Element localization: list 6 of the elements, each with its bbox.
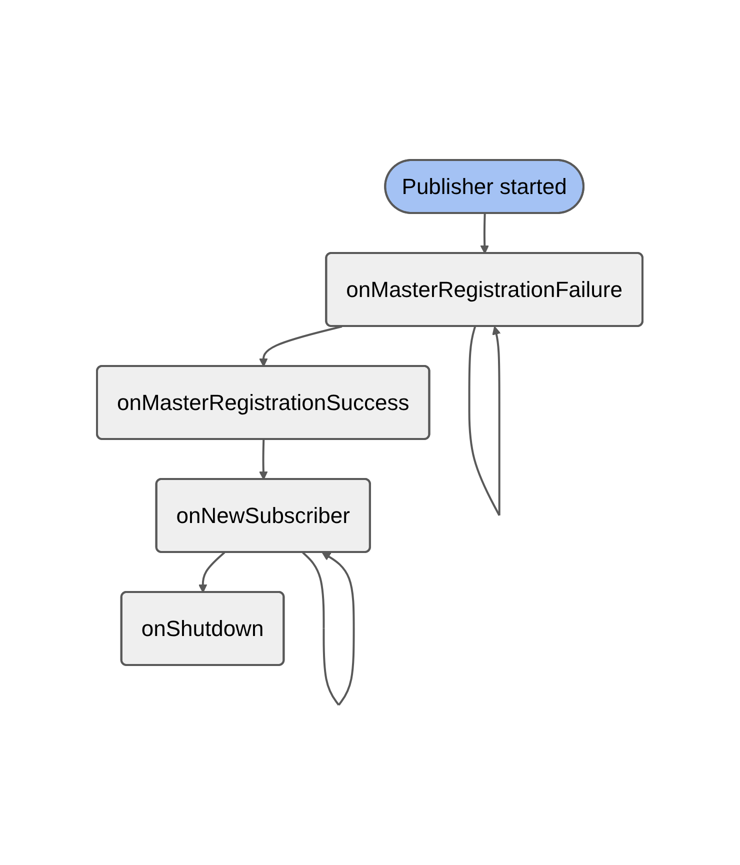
arrow [302, 552, 356, 706]
arrow [198, 552, 226, 593]
arrow [259, 439, 268, 480]
arrow [480, 213, 490, 254]
arrow [468, 326, 501, 516]
arrow [259, 325, 342, 367]
